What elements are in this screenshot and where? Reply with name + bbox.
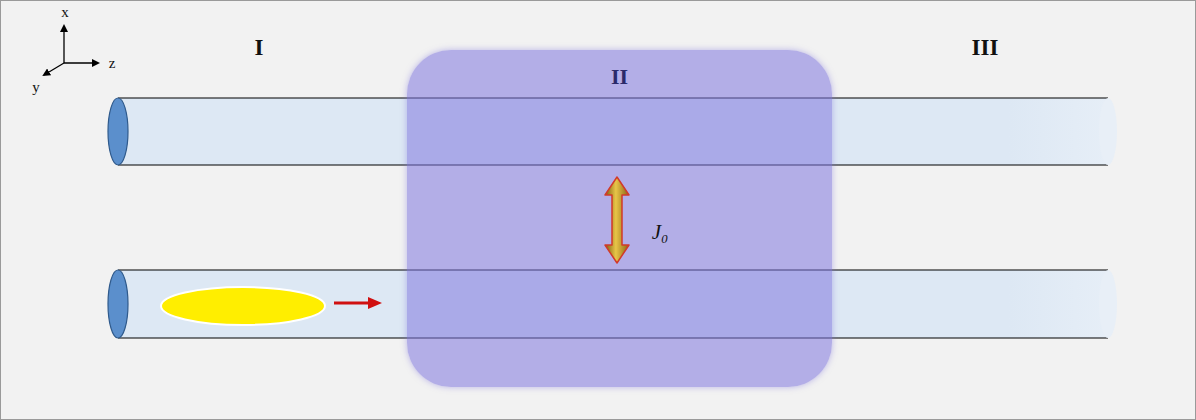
propagation-arrow [334,297,382,309]
axis-label: y [32,80,40,95]
light-pulse [161,287,325,325]
coupling-label: J₀ [652,222,669,243]
coupling-region: II [407,50,832,387]
region-label: I [255,36,264,59]
coordinate-axes [44,26,98,75]
axis-label: x [61,5,69,20]
axis-label: z [109,56,116,71]
region-label: III [972,36,999,59]
region-label: II [407,64,832,90]
